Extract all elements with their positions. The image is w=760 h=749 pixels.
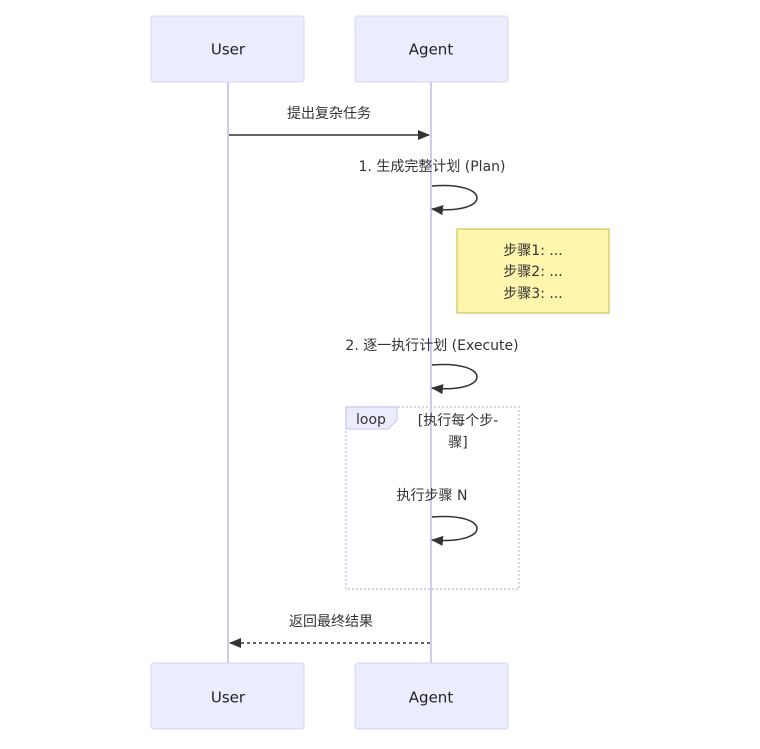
plan-note-line-2: 步骤2: ... xyxy=(503,264,562,280)
message-execute: 2. 逐一执行计划 (Execute) xyxy=(345,338,519,395)
actor-user-bottom[interactable]: User xyxy=(150,662,305,730)
actor-agent-bottom-label: Agent xyxy=(409,689,454,707)
actor-user-top[interactable]: User xyxy=(150,15,305,83)
message-return-result: 返回最终结果 xyxy=(229,614,430,648)
loop-condition-line-1: [执行每个步- xyxy=(418,413,499,429)
plan-note: 步骤1: ... 步骤2: ... 步骤3: ... xyxy=(456,228,610,314)
actor-agent-bottom[interactable]: Agent xyxy=(354,662,509,730)
plan-note-line-3: 步骤3: ... xyxy=(503,286,562,302)
message-return-result-label: 返回最终结果 xyxy=(289,614,373,630)
actor-user-top-label: User xyxy=(211,41,246,59)
actor-agent-top-label: Agent xyxy=(409,41,454,59)
actor-user-bottom-label: User xyxy=(211,689,246,707)
loop-tag-label: loop xyxy=(356,412,386,428)
message-submit-task-label: 提出复杂任务 xyxy=(287,105,371,122)
message-execute-self-arrow xyxy=(431,363,478,395)
loop-frame: loop [执行每个步- 骤] xyxy=(345,406,520,590)
message-plan-self-arrow xyxy=(431,184,478,216)
plan-note-line-1: 步骤1: ... xyxy=(503,243,562,259)
message-execute-step-n-label: 执行步骤 N xyxy=(397,488,468,504)
loop-tag-shape xyxy=(345,406,398,430)
message-submit-task: 提出复杂任务 xyxy=(229,105,430,140)
message-execute-step-n-self-arrow xyxy=(431,515,478,546)
actor-agent-top[interactable]: Agent xyxy=(354,15,509,83)
message-execute-step-n: 执行步骤 N xyxy=(397,488,478,546)
message-execute-label: 2. 逐一执行计划 (Execute) xyxy=(345,338,518,354)
message-plan-label: 1. 生成完整计划 (Plan) xyxy=(359,159,506,175)
loop-condition-line-2: 骤] xyxy=(448,435,467,451)
message-plan: 1. 生成完整计划 (Plan) xyxy=(359,159,506,216)
